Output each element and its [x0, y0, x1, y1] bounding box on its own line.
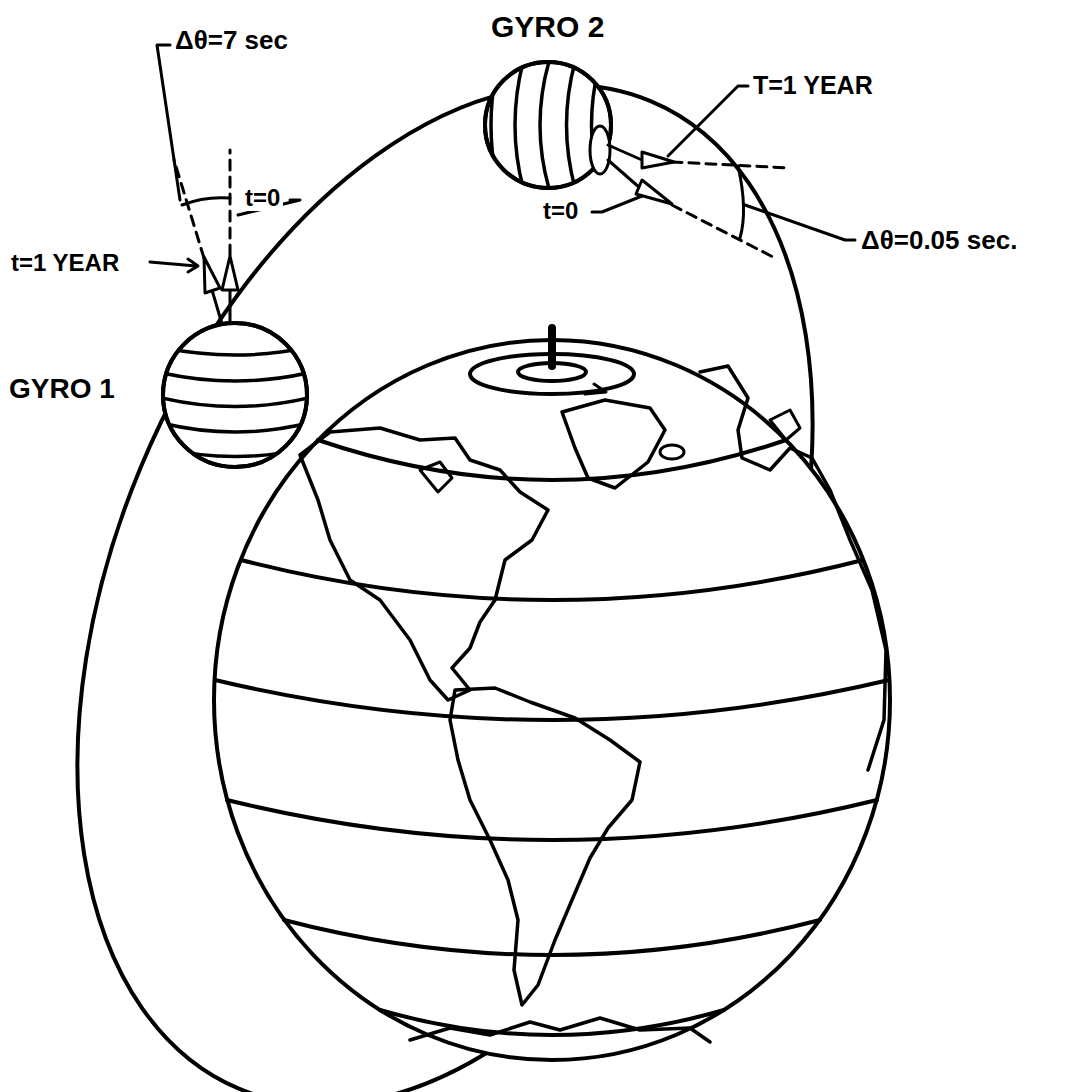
gyro-name: GYRO 2: [488, 10, 607, 43]
time-label: T=1 YEAR: [750, 72, 876, 100]
gyro-2-spin-axes: [592, 86, 855, 258]
gyro-1-spin-axes: [150, 45, 300, 324]
angle-label: Δθ=7 sec: [172, 26, 291, 55]
gyro-1-sphere: [150, 323, 320, 467]
orbit-path: [0, 0, 955, 1092]
time-label: t=0: [242, 185, 283, 211]
gyro-name: GYRO 1: [6, 374, 118, 405]
gyro-2-sphere: [485, 55, 611, 195]
time-label: t=1 YEAR: [8, 250, 122, 276]
angle-label: Δθ=0.05 sec.: [858, 226, 1020, 255]
time-label: t=0: [540, 198, 581, 224]
earth-globe: [214, 328, 890, 1060]
